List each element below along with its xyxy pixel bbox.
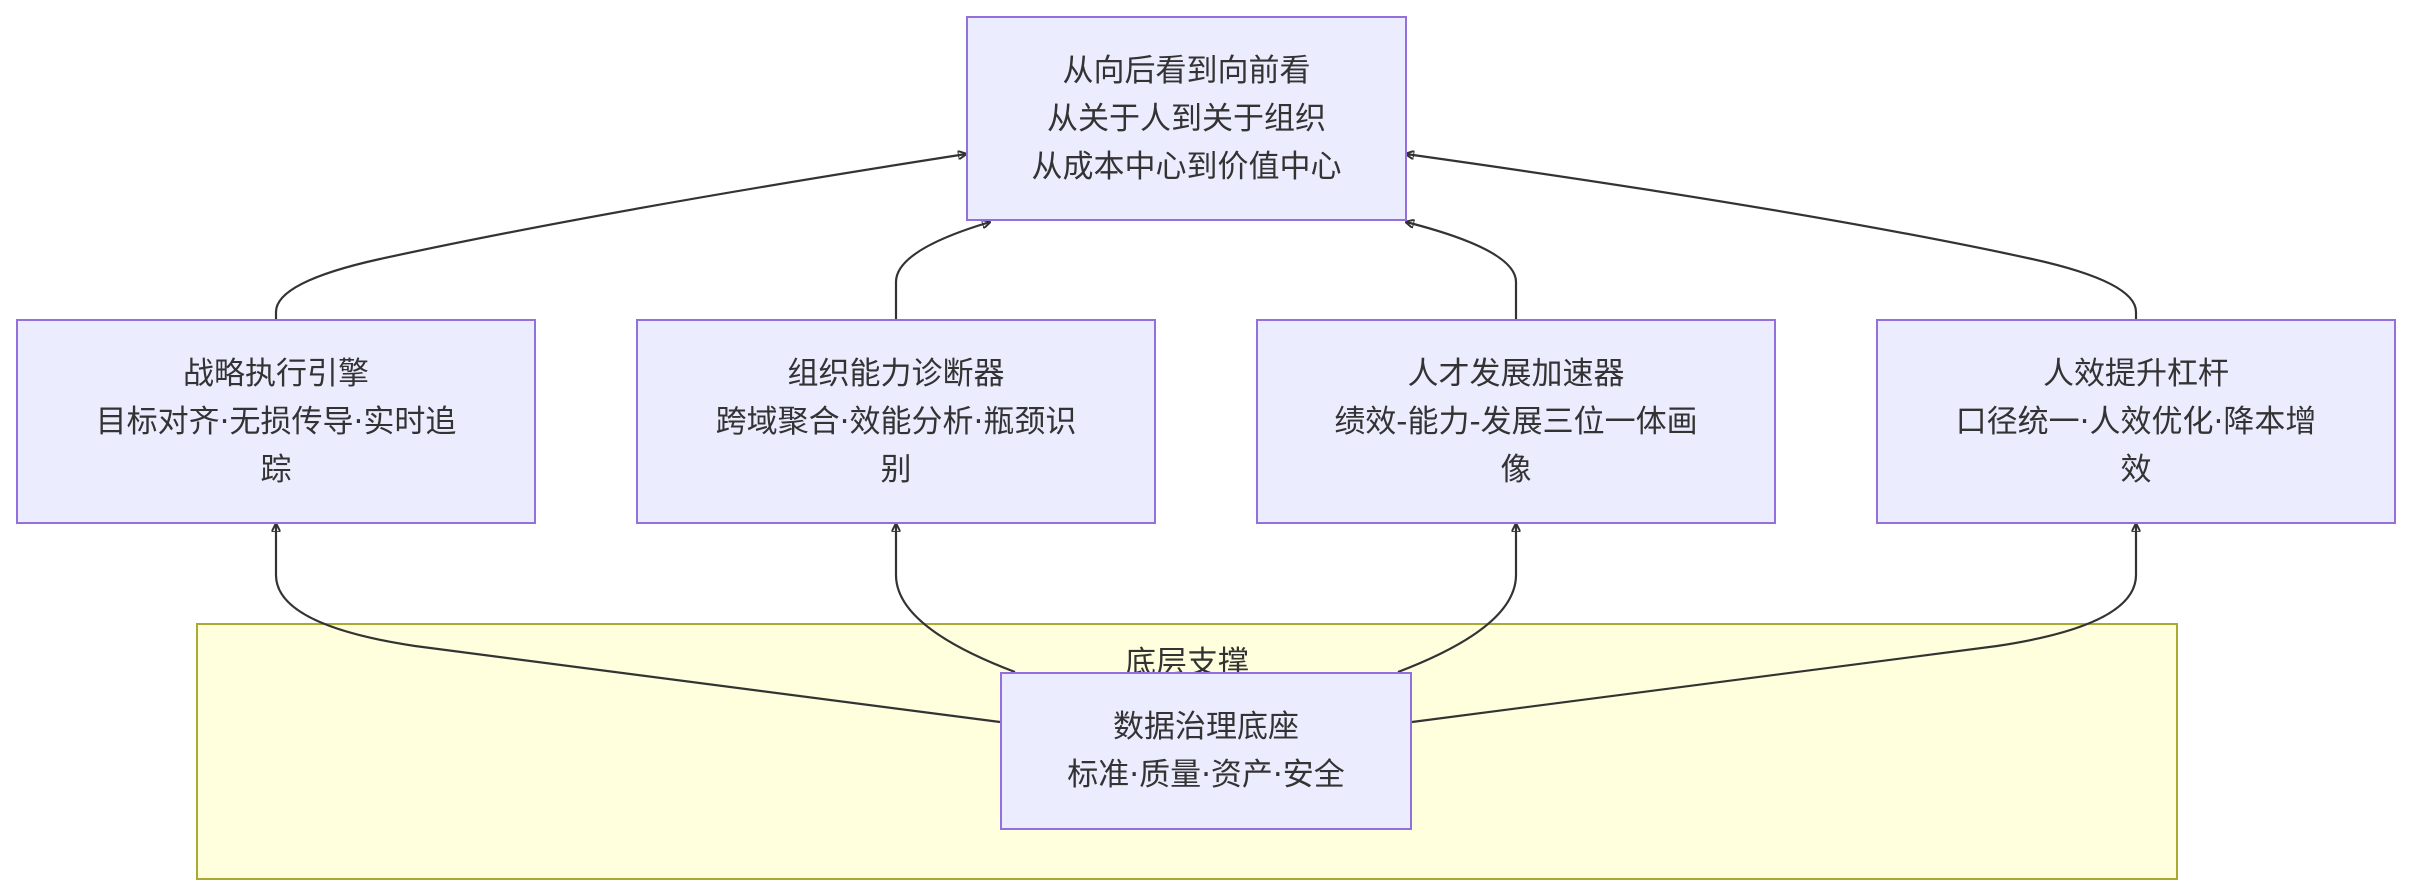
node-line: 效 — [2120, 451, 2152, 488]
node-line: 像 — [1500, 451, 1532, 488]
node-line: 人效提升杠杆 — [2043, 355, 2229, 392]
node-line: 绩效-能力-发展三位一体画 — [1334, 403, 1698, 440]
node-data-governance-base: 数据治理底座 标准·质量·资产·安全 — [1000, 672, 1412, 830]
node-line: 别 — [880, 451, 912, 488]
node-line: 踪 — [260, 451, 292, 488]
node-line: 数据治理底座 — [1113, 709, 1299, 745]
edge-data-base-to-efficiency — [1411, 524, 2136, 724]
node-line: 标准·质量·资产·安全 — [1067, 757, 1345, 793]
node-line: 口径统一·人效优化·降本增 — [1955, 403, 2317, 440]
edge-talent-to-top — [1406, 222, 1518, 319]
node-talent-accelerator: 人才发展加速器 绩效-能力-发展三位一体画 像 — [1256, 319, 1776, 524]
edge-data-base-to-diagnosis — [896, 524, 1016, 674]
edge-strategy-to-top — [274, 154, 966, 319]
node-line: 从成本中心到价值中心 — [1031, 148, 1342, 185]
edge-data-base-to-strategy — [276, 524, 1001, 724]
node-line: 跨域聚合·效能分析·瓶颈识 — [715, 403, 1077, 440]
node-transformation-goals: 从向后看到向前看 从关于人到关于组织 从成本中心到价值中心 — [966, 16, 1407, 221]
node-line: 目标对齐·无损传导·实时追 — [95, 403, 457, 440]
edge-data-base-to-talent — [1397, 524, 1516, 674]
edge-diagnosis-to-top — [894, 222, 990, 319]
node-line: 从向后看到向前看 — [1062, 52, 1311, 89]
node-org-capability-diagnosis: 组织能力诊断器 跨域聚合·效能分析·瓶颈识 别 — [636, 319, 1156, 524]
edge-efficiency-to-top — [1406, 154, 2138, 319]
node-efficiency-lever: 人效提升杠杆 口径统一·人效优化·降本增 效 — [1876, 319, 2396, 524]
node-line: 从关于人到关于组织 — [1047, 100, 1326, 137]
node-line: 人才发展加速器 — [1407, 355, 1625, 392]
node-strategy-engine: 战略执行引擎 目标对齐·无损传导·实时追 踪 — [16, 319, 536, 524]
node-line: 组织能力诊断器 — [787, 355, 1005, 392]
node-line: 战略执行引擎 — [183, 355, 369, 392]
